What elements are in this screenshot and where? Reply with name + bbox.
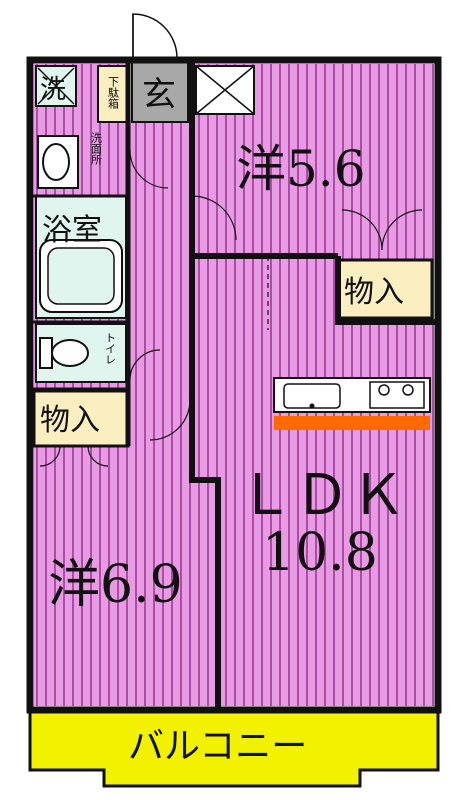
walls: [26, 56, 442, 714]
entrance: [131, 61, 189, 123]
door-swings: [39, 149, 423, 467]
balcony: [28, 710, 440, 788]
label-western-top: 洋5.6: [236, 140, 366, 198]
shoe-box: [97, 65, 129, 123]
bathtub-icon: [39, 239, 123, 313]
label-entrance: 玄: [142, 75, 176, 115]
label-balcony: バルコニー: [128, 726, 307, 767]
label-bathroom: 浴室: [42, 213, 102, 248]
corridor: [128, 120, 192, 396]
kitchen-counter: [273, 377, 431, 430]
entry-door: [132, 13, 178, 59]
label-storage-right: 物入: [344, 275, 404, 310]
label-ldk-2: 10.8: [262, 523, 378, 583]
hatch-icon: [195, 65, 255, 115]
ldk-room: [192, 256, 434, 706]
label-laundry: 洗: [40, 75, 66, 105]
toilet-icon: [39, 337, 89, 369]
label-ldk-1: ＬＤＫ: [238, 463, 406, 528]
label-western-bottom: 洋6.9: [48, 555, 183, 615]
label-shoe-box: 下駄箱: [107, 76, 120, 110]
label-toilet: トイレ: [104, 332, 117, 365]
stove-icon: [369, 381, 425, 409]
label-washroom: 洗面所: [90, 132, 103, 166]
washbasin-icon: [37, 135, 79, 189]
counter-front: [274, 416, 430, 430]
label-storage-left: 物入: [40, 403, 100, 438]
